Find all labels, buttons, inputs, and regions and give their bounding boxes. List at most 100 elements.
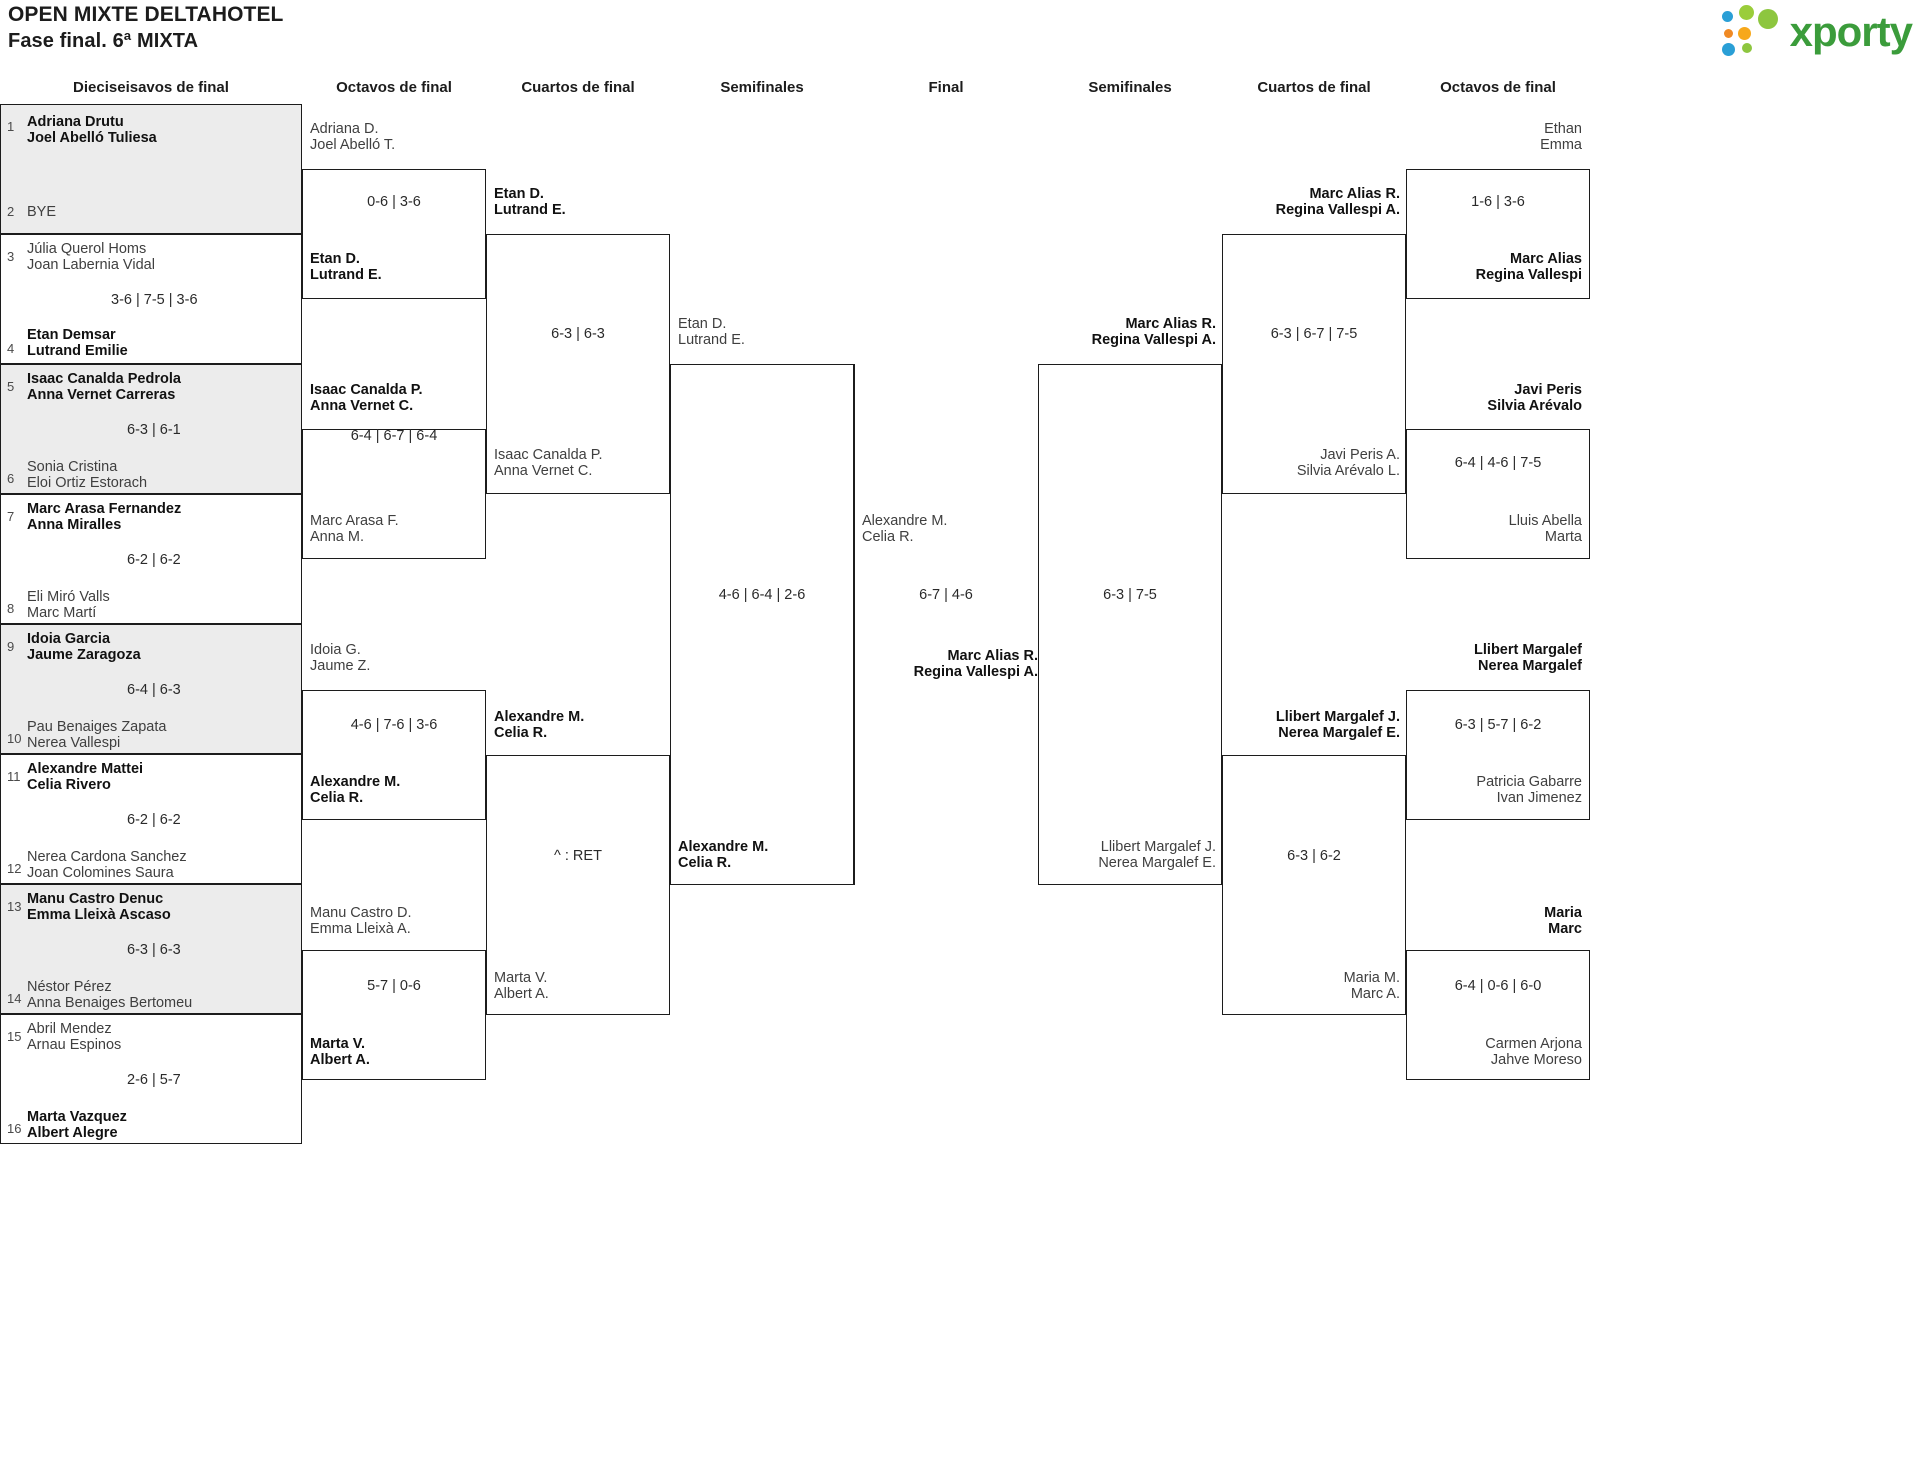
match-score: 3-6 | 7-5 | 3-6	[111, 292, 198, 308]
round-heading-r4: Semifinales	[1088, 79, 1172, 96]
seed-names: Alexandre Mattei Celia Rivero	[27, 761, 144, 793]
octavos-box-4[interactable]	[302, 950, 486, 1080]
semifinal-score: 4-6 | 6-4 | 2-6	[718, 587, 806, 603]
seed-names: Néstor Pérez Anna Benaiges Bertomeu	[27, 979, 193, 1011]
seed-pair-3[interactable]: 5 Isaac Canalda Pedrola Anna Vernet Carr…	[0, 364, 302, 494]
seed-names: Marc Arasa Fernandez Anna Miralles	[27, 501, 182, 533]
octavos-top-names: Javi Peris Silvia Arévalo	[1487, 382, 1582, 414]
octavos-bottom-names: Alexandre M. Celia R.	[310, 774, 401, 806]
seed-names: Etan Demsar Lutrand Emilie	[27, 327, 128, 359]
round-heading-l4: Semifinales	[720, 79, 804, 96]
octavos-bottom-names: Etan D. Lutrand E.	[310, 251, 382, 283]
semifinal-score: 6-3 | 7-5	[1103, 587, 1157, 603]
seed-names: Isaac Canalda Pedrola Anna Vernet Carrer…	[27, 371, 181, 403]
octavos-score: 4-6 | 7-6 | 3-6	[350, 717, 438, 733]
cuartos-bottom-names: Maria M. Marc A.	[1343, 970, 1400, 1002]
seed-names: Adriana Drutu Joel Abelló Tuliesa	[27, 114, 157, 146]
seed-names: Eli Miró Valls Marc Martí	[27, 589, 110, 621]
octavos-box-3[interactable]	[302, 690, 486, 820]
cuartos-top-names: Alexandre M. Celia R.	[494, 709, 585, 741]
seed-names: Manu Castro Denuc Emma Lleixà Ascaso	[27, 891, 171, 923]
seed-pair-6[interactable]: 11 Alexandre Mattei Celia Rivero 12 Nere…	[0, 754, 302, 884]
octavos-score: 5-7 | 0-6	[367, 978, 421, 994]
cuartos-score: ^ : RET	[554, 848, 602, 864]
seed-pair-2[interactable]: 3 Júlia Querol Homs Joan Labernia Vidal …	[0, 234, 302, 364]
seed-number: 12	[7, 861, 22, 876]
seed-names: Sonia Cristina Eloi Ortiz Estorach	[27, 459, 148, 491]
seed-pair-4[interactable]: 7 Marc Arasa Fernandez Anna Miralles 8 E…	[0, 494, 302, 624]
cuartos-score: 6-3 | 6-7 | 7-5	[1270, 326, 1358, 342]
cuartos-top-names: Marc Alias R. Regina Vallespi A.	[1275, 186, 1400, 218]
match-score: 6-4 | 6-3	[127, 682, 181, 698]
seed-names: Marta Vazquez Albert Alegre	[27, 1109, 127, 1141]
seed-number: 15	[7, 1029, 22, 1044]
octavos-box-2[interactable]	[302, 429, 486, 559]
semifinal-box-right[interactable]	[1038, 364, 1222, 885]
octavos-bottom-names: Marc Alias Regina Vallespi	[1475, 251, 1582, 283]
seed-number: 6	[7, 471, 15, 486]
final-bottom-names: Marc Alias R. Regina Vallespi A.	[913, 648, 1038, 680]
round-heading-r3: Cuartos de final	[1257, 79, 1371, 96]
match-score: 2-6 | 5-7	[127, 1072, 181, 1088]
octavos-box-1[interactable]	[302, 169, 486, 299]
seed-number: 14	[7, 991, 22, 1006]
seed-pair-7[interactable]: 13 Manu Castro Denuc Emma Lleixà Ascaso …	[0, 884, 302, 1014]
octavos-box-7[interactable]	[1406, 690, 1590, 820]
cuartos-box-4[interactable]	[1222, 755, 1406, 1015]
octavos-score: 6-4 | 4-6 | 7-5	[1454, 455, 1542, 471]
semifinal-top-names: Etan D. Lutrand E.	[678, 316, 745, 348]
xporty-logo: xporty	[1721, 4, 1913, 60]
seed-number: 5	[7, 379, 15, 394]
semifinal-box-left[interactable]	[670, 364, 854, 885]
semifinal-top-names: Marc Alias R. Regina Vallespi A.	[1091, 316, 1216, 348]
tournament-title: OPEN MIXTE DELTAHOTEL	[8, 3, 284, 26]
seed-number: 16	[7, 1121, 22, 1136]
seed-pair-5[interactable]: 9 Idoia Garcia Jaume Zaragoza 10 Pau Ben…	[0, 624, 302, 754]
seed-number: 9	[7, 639, 15, 654]
seed-number: 10	[7, 731, 22, 746]
semifinal-bottom-names: Alexandre M. Celia R.	[678, 839, 769, 871]
logo-wordmark: xporty	[1789, 8, 1913, 55]
octavos-top-names: Manu Castro D. Emma Lleixà A.	[310, 905, 412, 937]
octavos-score: 0-6 | 3-6	[367, 194, 421, 210]
seed-number: 13	[7, 899, 22, 914]
octavos-top-names: Ethan Emma	[1540, 121, 1582, 153]
octavos-bottom-names: Marta V. Albert A.	[310, 1036, 370, 1068]
round-heading-final: Final	[928, 79, 964, 96]
round-heading-l3: Cuartos de final	[521, 79, 635, 96]
seed-names: Nerea Cardona Sanchez Joan Colomines Sau…	[27, 849, 187, 881]
octavos-score: 6-4 | 6-7 | 6-4	[350, 428, 438, 444]
cuartos-bottom-names: Marta V. Albert A.	[494, 970, 549, 1002]
cuartos-box-3[interactable]	[1222, 234, 1406, 494]
seed-number: 7	[7, 509, 15, 524]
seed-names: Idoia Garcia Jaume Zaragoza	[27, 631, 141, 663]
match-score: 6-3 | 6-1	[127, 422, 181, 438]
phase-title: Fase final. 6ª MIXTA	[8, 30, 199, 52]
semifinal-bottom-names: Llibert Margalef J. Nerea Margalef E.	[1098, 839, 1216, 871]
seed-names: Pau Benaiges Zapata Nerea Vallespi	[27, 719, 167, 751]
round-heading-l2: Octavos de final	[336, 79, 452, 96]
match-score: 6-3 | 6-3	[127, 942, 181, 958]
seed-number: 1	[7, 119, 15, 134]
octavos-top-names: Maria Marc	[1544, 905, 1582, 937]
cuartos-bottom-names: Javi Peris A. Silvia Arévalo L.	[1296, 447, 1400, 479]
octavos-box-8[interactable]	[1406, 950, 1590, 1080]
cuartos-score: 6-3 | 6-3	[551, 326, 605, 342]
octavos-score: 6-3 | 5-7 | 6-2	[1454, 717, 1542, 733]
octavos-bottom-names: Lluis Abella Marta	[1508, 513, 1582, 545]
seed-names: Abril Mendez Arnau Espinos	[27, 1021, 122, 1053]
round-heading-r2: Octavos de final	[1440, 79, 1556, 96]
seed-number: 2	[7, 204, 15, 219]
seed-number: 11	[7, 769, 21, 784]
octavos-top-names: Isaac Canalda P. Anna Vernet C.	[310, 382, 423, 414]
seed-number: 3	[7, 249, 15, 264]
cuartos-box-1[interactable]	[486, 234, 670, 494]
seed-names: BYE	[27, 204, 57, 220]
cuartos-box-2[interactable]	[486, 755, 670, 1015]
octavos-top-names: Llibert Margalef Nerea Margalef	[1474, 642, 1582, 674]
seed-pair-8[interactable]: 15 Abril Mendez Arnau Espinos 16 Marta V…	[0, 1014, 302, 1144]
octavos-box-5[interactable]	[1406, 169, 1590, 299]
octavos-box-6[interactable]	[1406, 429, 1590, 559]
seed-pair-1[interactable]: 1 Adriana Drutu Joel Abelló Tuliesa 2 BY…	[0, 104, 302, 234]
